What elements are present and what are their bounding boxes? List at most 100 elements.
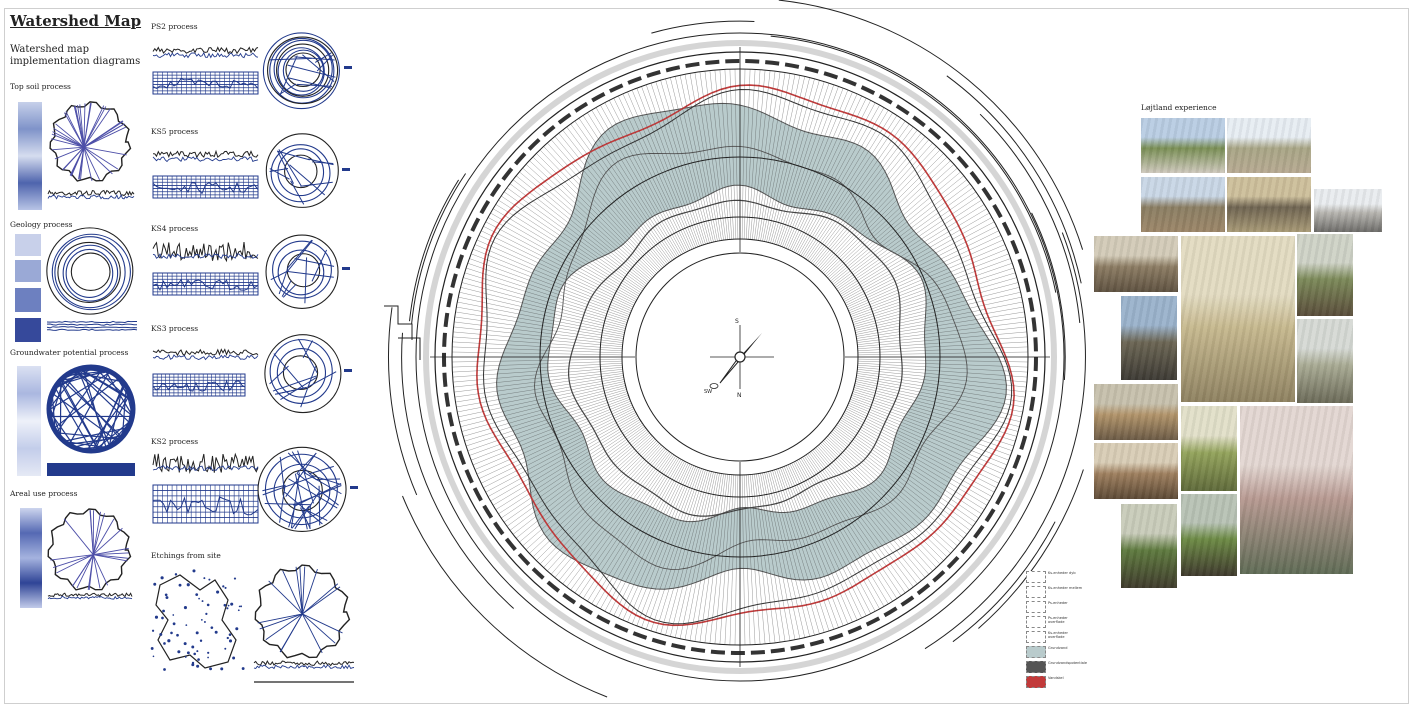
radial-hatch-line xyxy=(817,139,930,269)
radial-hatch-line xyxy=(724,69,734,240)
radial-hatch-line xyxy=(787,464,858,621)
radial-hatch-line xyxy=(453,331,623,347)
radial-hatch-line xyxy=(618,95,691,251)
radial-hatch-line xyxy=(490,415,638,502)
landscape-photo-icon xyxy=(1141,118,1225,173)
radial-hatch-line xyxy=(495,204,640,295)
radial-hatch-line xyxy=(452,336,623,349)
radial-hatch-line xyxy=(805,454,902,596)
radial-hatch-line xyxy=(684,472,718,640)
radial-hatch-line xyxy=(818,142,933,270)
radial-hatch-line xyxy=(743,69,751,240)
radial-hatch-line xyxy=(768,77,810,243)
radial-hatch-line xyxy=(826,160,951,277)
radial-hatch-line xyxy=(847,239,1004,310)
radial-hatch-line xyxy=(512,179,648,285)
radial-hatch-line xyxy=(758,473,786,642)
radial-hatch-line xyxy=(461,282,627,327)
legend-item: Grundvandspotentiale xyxy=(1026,661,1087,674)
radial-hatch-line xyxy=(791,98,867,251)
radial-hatch-line xyxy=(587,112,678,257)
radial-hatch-line xyxy=(554,136,665,267)
radial-hatch-line xyxy=(770,470,815,636)
radial-hatch-line xyxy=(631,89,696,248)
radial-hatch-line xyxy=(600,460,683,609)
radial-hatch-line xyxy=(798,107,885,255)
radial-hatch-line xyxy=(821,441,941,565)
radial-hatch-line xyxy=(815,136,926,267)
radial-hatch-line xyxy=(699,473,724,643)
radial-hatch-line xyxy=(578,454,675,596)
radial-hatch-line xyxy=(519,171,650,282)
radial-hatch-line xyxy=(766,76,805,243)
radial-hatch-line xyxy=(857,326,1027,345)
radial-hatch-line xyxy=(498,421,642,515)
radial-hatch-line xyxy=(498,199,642,293)
radial-hatch-line xyxy=(766,471,805,638)
radial-hatch-line xyxy=(855,381,1022,418)
radial-hatch-line xyxy=(741,474,746,646)
radial-hatch-line xyxy=(818,444,933,572)
radial-hatch-line xyxy=(843,217,992,300)
radial-hatch-line xyxy=(787,93,858,250)
photo-bare-trees xyxy=(1141,177,1225,232)
radial-hatch-line xyxy=(461,387,627,432)
radial-hatch-line xyxy=(795,461,876,612)
radial-hatch-line xyxy=(850,253,1009,315)
radial-hatch-line xyxy=(627,91,695,249)
radial-hatch-line xyxy=(529,160,654,277)
radial-hatch-line xyxy=(684,74,718,242)
edge-bracket-marks xyxy=(384,305,421,360)
etching-radial-diagram xyxy=(254,564,351,659)
radial-hatch-line xyxy=(457,301,625,335)
radial-hatch-line xyxy=(591,458,680,604)
radial-hatch-line xyxy=(800,110,889,256)
radial-hatch-line xyxy=(746,69,756,240)
radial-hatch-line xyxy=(809,123,910,262)
radial-hatch-line xyxy=(780,467,839,628)
radial-hatch-line xyxy=(472,248,631,313)
radial-hatch-line xyxy=(675,76,714,243)
legend-label: Ps-enheder xyxy=(1048,601,1068,605)
radial-hatch-line xyxy=(804,115,898,259)
radial-hatch-line xyxy=(743,474,751,645)
landscape-photo-icon xyxy=(1240,406,1353,574)
radial-hatch-line xyxy=(689,73,720,241)
radial-hatch-line xyxy=(472,401,631,466)
radial-hatch-line xyxy=(570,123,671,262)
legend-swatch xyxy=(1026,661,1046,673)
radial-hatch-line xyxy=(834,183,971,287)
landscape-photo-icon xyxy=(1181,406,1237,491)
radial-hatch-line xyxy=(609,100,687,252)
radial-hatch-line xyxy=(823,153,944,274)
radial-hatch-line xyxy=(469,397,630,456)
geology-profile-line xyxy=(46,326,138,329)
radial-hatch-line xyxy=(857,321,1026,343)
radial-hatch-line xyxy=(604,461,685,612)
landscape-photo-icon xyxy=(1094,236,1178,292)
radial-hatch-line xyxy=(464,272,628,323)
radial-hatch-line xyxy=(810,126,914,263)
outer-arc xyxy=(1031,212,1066,381)
legend-item: Ks-enheder overflade xyxy=(1026,631,1086,644)
radial-hatch-line xyxy=(810,451,914,588)
radial-hatch-line xyxy=(814,133,922,266)
radial-hatch-line xyxy=(456,377,624,408)
landscape-photo-icon xyxy=(1227,177,1311,232)
radial-hatch-line xyxy=(694,72,722,241)
radial-hatch-line xyxy=(655,81,706,245)
radial-hatch-line xyxy=(838,199,982,293)
legend-item: Ps-enheder xyxy=(1026,601,1086,614)
legend-item: Vandskel xyxy=(1026,676,1086,689)
radial-hatch-line xyxy=(800,458,889,604)
radial-hatch-line xyxy=(627,465,695,623)
radial-hatch-line xyxy=(670,471,712,637)
radial-hatch-line xyxy=(832,429,968,535)
radial-hatch-line xyxy=(724,474,734,645)
radial-hatch-line xyxy=(785,465,853,623)
radial-hatch-line xyxy=(543,146,660,271)
radial-hatch-line xyxy=(506,426,645,527)
legend-label: Vandskel xyxy=(1048,676,1064,680)
radial-hatch-line xyxy=(455,375,624,403)
radial-hatch-line xyxy=(776,469,830,631)
